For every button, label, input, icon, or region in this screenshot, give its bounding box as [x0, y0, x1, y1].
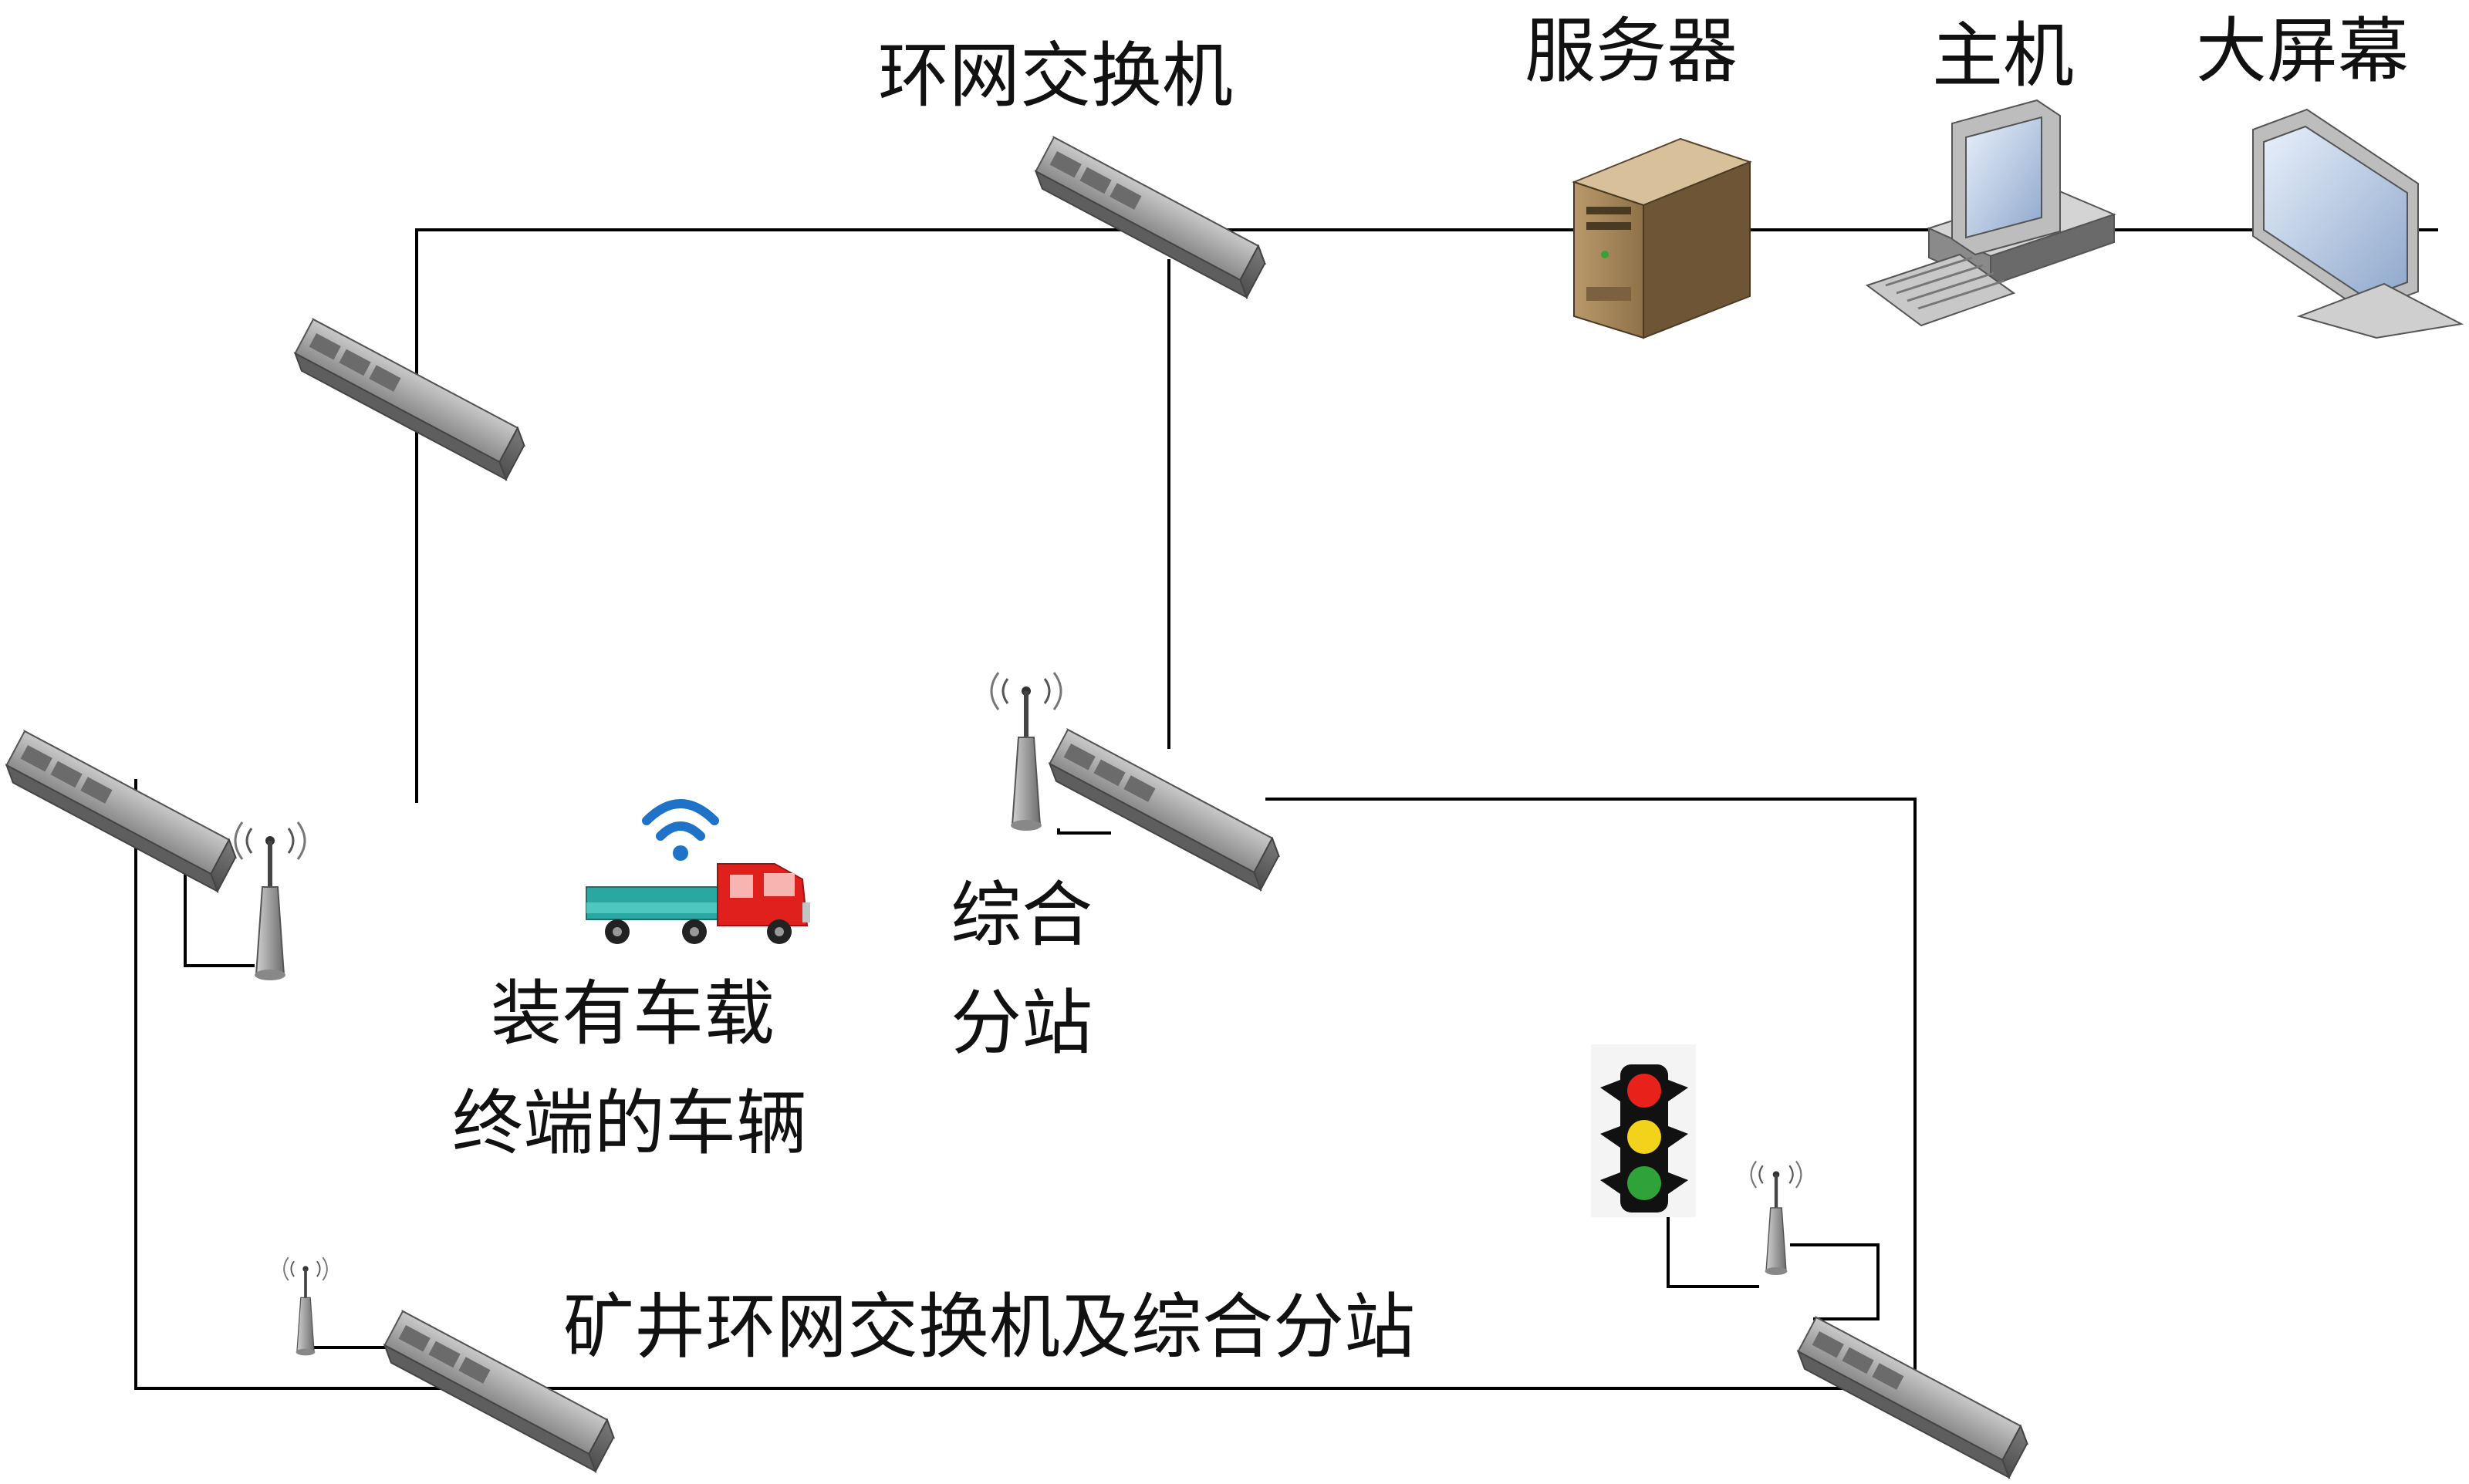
traffic-light-icon [1591, 1044, 1696, 1217]
vehicle-label-line1: 装有车载 [491, 973, 775, 1055]
ring-switch-label: 环网交换机 [878, 35, 1233, 117]
server-label: 服务器 [1525, 10, 1738, 93]
server-icon [1572, 137, 1752, 339]
antenna-icon [234, 821, 306, 982]
switch-icon [0, 730, 242, 892]
mine-ring-label: 矿井环网交换机及综合分站 [563, 1286, 1415, 1368]
computer-icon [1865, 99, 2116, 327]
switch-icon [1792, 1317, 2034, 1479]
switch-icon [289, 319, 531, 481]
vehicle-label-line2: 终端的车辆 [452, 1082, 807, 1165]
antenna-icon [990, 671, 1062, 832]
substation-label-line1: 综合 [951, 874, 1093, 956]
antenna-icon [1750, 1160, 1802, 1277]
switch-icon [1029, 137, 1272, 298]
connection-lines [134, 228, 2438, 1390]
wifi-icon [642, 799, 719, 861]
antenna-icon [283, 1256, 328, 1357]
substation-label-line2: 分站 [951, 982, 1093, 1064]
host-label: 主机 [1932, 15, 2074, 97]
monitor-icon [2252, 108, 2464, 339]
truck-icon [586, 863, 810, 944]
switch-icon [1043, 729, 1285, 891]
big-screen-label: 大屏幕 [2196, 10, 2409, 93]
